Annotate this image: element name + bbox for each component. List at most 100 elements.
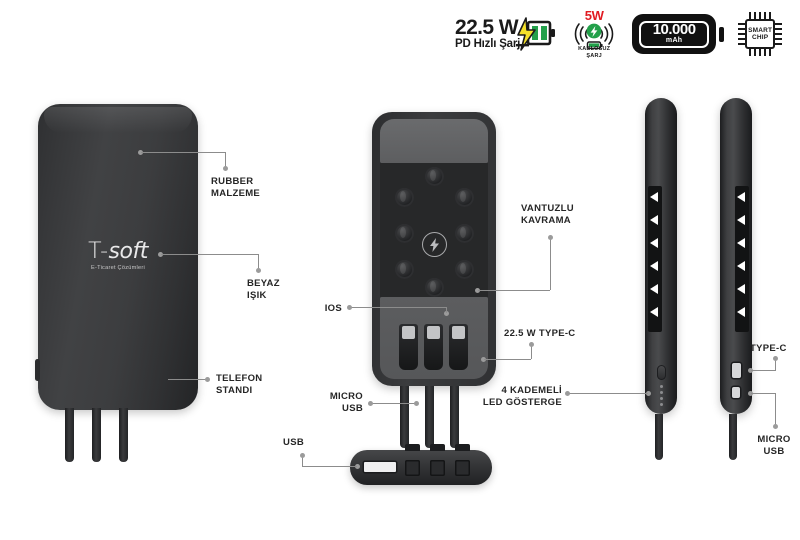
callout-usb: USB <box>283 437 304 448</box>
microchip-icon: SMART CHIP <box>738 12 783 56</box>
brand-tagline: E-Ticaret Çözümleri <box>91 265 145 271</box>
front-cable-1 <box>65 408 74 462</box>
back-cable-2 <box>425 386 434 448</box>
front-cable-3 <box>119 408 128 462</box>
battery-bolt-icon <box>516 17 556 51</box>
side-left-cable <box>655 414 663 460</box>
side-left-cup-4 <box>650 261 658 271</box>
side-right-cup-5 <box>737 284 745 294</box>
callout-line-typec-v <box>775 358 776 371</box>
brand-logo: T-soft E-Ticaret Çözümleri <box>62 241 174 272</box>
suction-cup-6 <box>455 260 474 279</box>
badge-capacity: 10.000 mAh <box>632 14 725 54</box>
led-indicator-dot-1 <box>660 385 663 388</box>
callout-rubber-material: RUBBER MALZEME <box>211 176 261 199</box>
pd-wattage-label: 22.5 W <box>455 16 519 40</box>
side-right-cable <box>729 414 737 460</box>
callout-dot-rubber-anchor <box>138 150 143 155</box>
callout-line-led-h <box>568 393 648 394</box>
callout-dot-rubber <box>223 166 228 171</box>
callout-dot-typec <box>773 356 778 361</box>
callout-phone-stand: TELEFON STANDI <box>216 373 263 396</box>
back-cable-1 <box>400 386 409 448</box>
suction-cup-3 <box>395 224 414 243</box>
callout-line-usb-v <box>302 455 303 467</box>
badge-pd-fast-charge: 22.5 W PD Hızlı Şarj <box>455 17 556 51</box>
capacity-unit-label: mAh <box>665 37 683 44</box>
callout-dot-white-light-anchor <box>158 252 163 257</box>
cable-slot-3 <box>455 460 470 476</box>
back-top-panel <box>380 119 488 163</box>
side-right-cup-3 <box>737 238 745 248</box>
callout-dot-microusb-center <box>368 401 373 406</box>
callout-dot-ios-anchor <box>444 311 449 316</box>
wireless-power-label: 5W <box>584 8 604 23</box>
callout-line-microusb-h <box>751 393 775 394</box>
callout-line-typec22-h <box>484 359 531 360</box>
badge-smart-chip: SMART CHIP <box>738 12 783 56</box>
side-left-cup-1 <box>650 192 658 202</box>
callout-ios: IOS <box>324 303 342 314</box>
smart-chip-line1: SMART <box>748 26 773 34</box>
callout-dot-suction <box>548 235 553 240</box>
callout-line-suction-v <box>550 237 551 290</box>
led-indicator-dot-2 <box>660 391 663 394</box>
callout-type-c: TYPE-C <box>750 343 787 354</box>
capacity-value-label: 10.000 <box>652 21 696 38</box>
powerbank-front-view: T-soft E-Ticaret Çözümleri <box>35 104 198 410</box>
callout-dot-typec-anchor <box>748 368 753 373</box>
callout-line-microusb-v <box>775 393 776 426</box>
plug-ios <box>399 324 418 370</box>
front-side-notch <box>35 359 40 381</box>
callout-line-ios-v <box>446 307 447 313</box>
callout-dot-ios <box>347 305 352 310</box>
side-right-cup-2 <box>737 215 745 225</box>
front-gloss-highlight <box>44 107 192 133</box>
callout-line-rubber-h <box>141 152 225 153</box>
smart-chip-line2: CHIP <box>751 34 769 41</box>
power-button[interactable] <box>657 365 666 380</box>
brand-logo-prefix: T- <box>88 239 109 264</box>
pd-subtitle-label: PD Hızlı Şarj <box>455 38 521 51</box>
callout-dot-usb <box>300 453 305 458</box>
callout-dot-microusb-anchor <box>748 391 753 396</box>
suction-cup-2 <box>455 188 474 207</box>
callout-line-ios-h <box>350 307 447 308</box>
callout-line-usb-h <box>302 466 357 467</box>
side-right-cup-6 <box>737 307 745 317</box>
micro-usb-port[interactable] <box>732 387 740 398</box>
powerbank-bottom-view <box>350 450 492 485</box>
cable-nub-3 <box>455 444 470 451</box>
wireless-charging-spot-icon <box>422 232 447 257</box>
callout-line-typec-h <box>751 370 775 371</box>
brand-logo-text: T-soft <box>62 241 174 263</box>
plug-type-c <box>449 324 468 370</box>
cable-nub-1 <box>405 444 420 451</box>
side-left-cup-6 <box>650 307 658 317</box>
suction-cup-1 <box>395 188 414 207</box>
callout-white-light: BEYAZ IŞIK <box>247 278 280 301</box>
suction-cup-4 <box>455 224 474 243</box>
side-right-cup-1 <box>737 192 745 202</box>
callout-dot-microusb <box>773 424 778 429</box>
callout-line-suction-h <box>478 290 550 291</box>
pd-text-block: 22.5 W PD Hızlı Şarj <box>455 17 520 51</box>
suction-cup-top <box>425 167 444 186</box>
callout-micro-usb-right: MICRO USB <box>757 434 791 457</box>
callout-dot-usb-anchor <box>355 464 360 469</box>
side-left-cup-2 <box>650 215 658 225</box>
wireless-caption-label: KABLOSUZ ŞARJ <box>578 46 611 59</box>
brand-logo-italic: soft <box>108 239 149 264</box>
side-left-cup-3 <box>650 238 658 248</box>
suction-cup-5 <box>395 260 414 279</box>
callout-dot-typec22-anchor <box>481 357 486 362</box>
type-c-port[interactable] <box>732 363 741 378</box>
callout-micro-usb-center: MICRO USB <box>329 391 363 414</box>
callout-line-white-light-v <box>258 254 259 270</box>
callout-dot-phone-stand <box>205 377 210 382</box>
usb-a-port <box>364 462 396 472</box>
callout-line-rubber-v <box>225 152 226 168</box>
callout-dot-led-anchor <box>646 391 651 396</box>
callout-suction-grip: VANTUZLU KAVRAMA <box>521 203 574 226</box>
